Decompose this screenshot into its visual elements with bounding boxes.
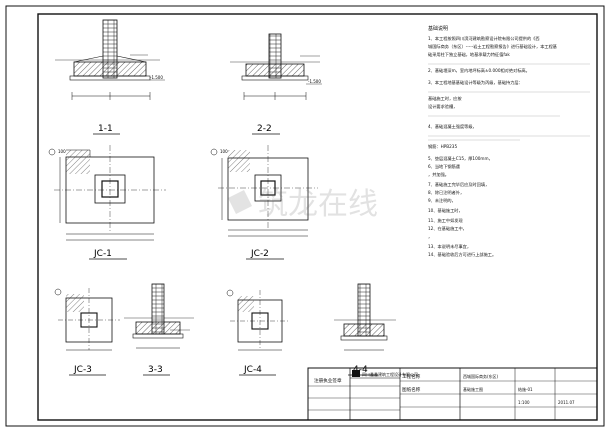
note-line: 3、本工程地基基础设计等级为丙级，基础持力层： [428,79,523,86]
sheet-no: 结施-01 [518,386,533,392]
section-title-2-2: 2-2 [257,124,272,134]
reg-heading: 注册执业签章 [314,377,342,384]
watermark: 筑龙在线 [228,187,378,222]
note-line: 设计要求验槽， [428,103,457,110]
note-line: ， [428,234,432,240]
plan-title-jc-3: JC-3 [73,365,92,375]
note-line: 城国际商务（东区）-----岩土工程勘察报告》进行基础设计，本工程基 [428,43,558,50]
section-3-3 [124,283,194,349]
note-line: 基础施工时，应按 [428,95,462,102]
outer-border [5,5,605,427]
title-block [307,367,598,421]
notes-heading: 基础说明 [428,25,448,32]
note-line: 12、在基础施工中， [428,225,467,232]
plan-jc-3 [54,288,120,351]
section-title-3-3: 3-3 [148,365,163,375]
note-line: 10、基础施工时， [428,207,463,214]
section-title-1-1: 1-1 [98,124,113,134]
note-line: 1、本工程按照四川滨河建筑勘察设计院有限公司提供的《西 [428,35,540,42]
note-line: 13、本说明未尽事宜， [428,243,471,250]
note-line: 9、未注明的， [428,197,456,204]
section-title-4-4: 4-4 [353,365,368,375]
company-name: 四川鑫鑫建筑工程设计有限公司 [362,371,418,377]
plan-title-jc-1: JC-1 [93,249,112,259]
plan-jc-1: 100 [48,145,166,241]
note-line: 14、基础验收后方可进行上部施工。 [428,251,496,258]
project-value: 西城国际商务(东区) [463,373,499,379]
note-line: 础采用柱下独立基础，地基承载力特征值fak [428,51,510,58]
watermark-text: 筑龙在线 [258,187,378,222]
note-line: 2、基础埋深m，室内地坪标高±0.000相对绝对标高。 [428,67,530,74]
plan-title-jc-4: JC-4 [243,365,262,375]
note-line: 8、除已注明者外， [428,189,464,196]
level-label: -1.500 [150,75,163,80]
section-2-2: -1.500 [230,33,322,100]
dim-label: 100 [58,149,66,154]
note-line: 6、当地下钢筋遇 [428,163,461,170]
note-line: 4、基础混凝土强度等级， [428,123,477,130]
dim-label: 100 [220,149,228,154]
plan-title-jc-2: JC-2 [250,249,269,259]
plan-jc-2: 100 [210,145,318,237]
section-4-4 [334,283,396,351]
note-line: 钢筋：HPB235 [428,143,457,150]
drawing-value: 基础施工图 [463,386,483,392]
note-line: 11、施工中如发现 [428,217,463,224]
drawing-label: 图纸名称 [402,386,421,393]
section-1-1: -1.500 [55,19,165,100]
design-notes: 基础说明 1、本工程按照四川滨河建筑勘察设计院有限公司提供的《西 城国际商务（东… [428,25,558,258]
date: 2011.07 [558,400,575,405]
plan-jc-4 [226,289,290,351]
note-line: 7、基础施工完毕后应及时回填， [428,181,489,188]
note-line: ，并加强。 [428,171,449,178]
level-label: -1.500 [308,79,321,84]
scale: 1:100 [518,400,530,405]
project-label: 工程名称 [402,373,421,380]
note-line: 5、垫层混凝土C15，厚100mm， [428,155,493,162]
